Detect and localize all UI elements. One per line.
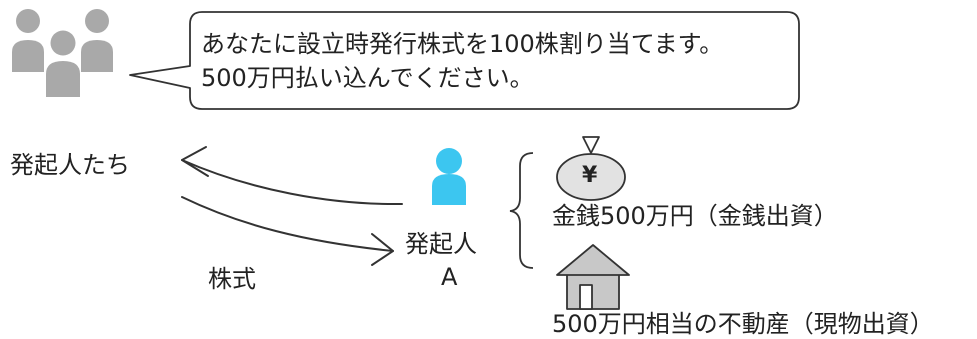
cash-contribution-label: 金銭500万円（金銭出資） xyxy=(552,202,838,230)
yen-symbol: ¥ xyxy=(582,163,598,188)
curly-brace xyxy=(509,152,534,269)
promoter-a-label-line1: 発起人 xyxy=(405,230,477,258)
money-bag-icon xyxy=(556,136,626,201)
people-group-icon xyxy=(12,9,113,97)
stock-label: 株式 xyxy=(208,265,256,293)
promoter-a-label-line2: A xyxy=(441,263,458,291)
speech-line-1: あなたに設立時発行株式を100株割り当てます。 xyxy=(201,30,724,58)
speech-bubble-outline xyxy=(129,11,800,110)
arrow-to-promoters xyxy=(181,146,403,206)
promoters-label: 発起人たち xyxy=(10,151,130,179)
person-icon xyxy=(432,148,466,205)
house-icon xyxy=(556,244,630,310)
arrow-to-promoter-a xyxy=(181,196,394,266)
property-contribution-label: 500万円相当の不動産（現物出資） xyxy=(552,310,934,338)
speech-line-2: 500万円払い込んでください。 xyxy=(201,64,534,92)
